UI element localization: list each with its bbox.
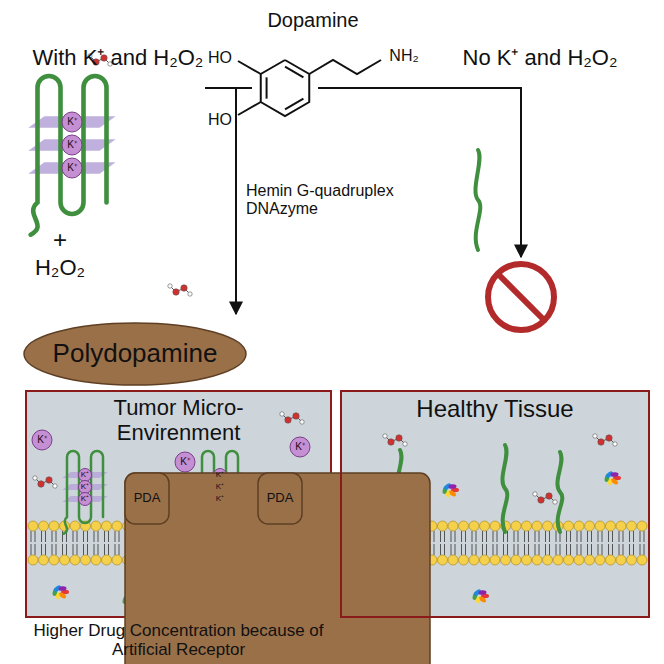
peroxide-molecule [383,434,407,446]
ion-label: K⁺ [81,495,89,504]
ion-label: K⁺ [295,441,305,452]
ion-label: K⁺ [81,471,89,480]
polydopamine-ellipse [24,323,246,385]
peroxide-molecule [593,434,617,446]
ion-label: K⁺ [81,483,89,492]
tissue-panel: Healthy Tissue [340,390,650,618]
ion-label: K⁺ [67,162,77,173]
pda-shape [125,473,169,524]
caption: Higher Drug Concentration because of Art… [25,622,332,659]
text-label: Dopamine [267,9,358,31]
potassium-ion [32,430,52,450]
pda-shape [258,473,302,524]
text-label: H₂O₂ [35,256,85,281]
dna-strand [502,445,507,532]
text-label: No K⁺ and H₂O₂ [463,46,618,71]
tissue-panel: Tumor Micro- EnvirenmentPDA PDA [25,390,332,618]
text-label: Hemin G-quadruplex DNAzyme [246,182,411,218]
panel-title: Tumor Micro- Envirenment [99,396,259,445]
text-label: HO [208,111,232,129]
potassium-ion [62,158,82,178]
node-text: Polydopamine [53,339,218,368]
ion-label: K⁺ [67,116,77,127]
peroxide-molecule [33,476,57,488]
drug-protein [472,588,489,604]
g-quadruplex [62,451,108,534]
potassium-ion [79,493,92,506]
reaction-arrow [235,88,237,314]
dna-strand [557,452,562,532]
text-label: NH₂ [389,47,418,65]
ion-label: K⁺ [37,434,47,445]
g-quadruplex [28,76,115,235]
peroxide-molecule [533,492,557,504]
ion-label: K⁺ [216,471,224,480]
no-reaction-sign [488,264,554,330]
ion-label: K⁺ [216,495,224,504]
peroxide-molecule [280,412,304,424]
potassium-ion [79,481,92,494]
peroxide-molecule [168,284,192,296]
potassium-ion [79,469,92,482]
potassium-ion [175,452,195,472]
drug-protein [604,470,621,486]
text-label: HO [208,49,232,67]
ion-label: K⁺ [180,456,190,467]
node-text: PDA [267,491,294,506]
potassium-ion [290,437,310,457]
text-label: With K⁺ and H₂O₂ [33,46,204,71]
product-ellipse: Polydopamine [23,322,247,386]
reaction-arrow [318,88,521,257]
pda-block: PDA [124,472,170,525]
node-text: PDA [134,491,161,506]
ion-label: K⁺ [67,139,77,150]
drug-protein [52,584,69,600]
text-label: + [53,227,67,254]
ion-label: K⁺ [216,483,224,492]
branch-line [205,87,252,89]
dna-strand [475,150,480,250]
potassium-ion [62,135,82,155]
pda-block: PDA [257,472,303,525]
drug-protein [442,482,459,498]
potassium-ion [62,112,82,132]
panel-title: Healthy Tissue [416,396,573,423]
